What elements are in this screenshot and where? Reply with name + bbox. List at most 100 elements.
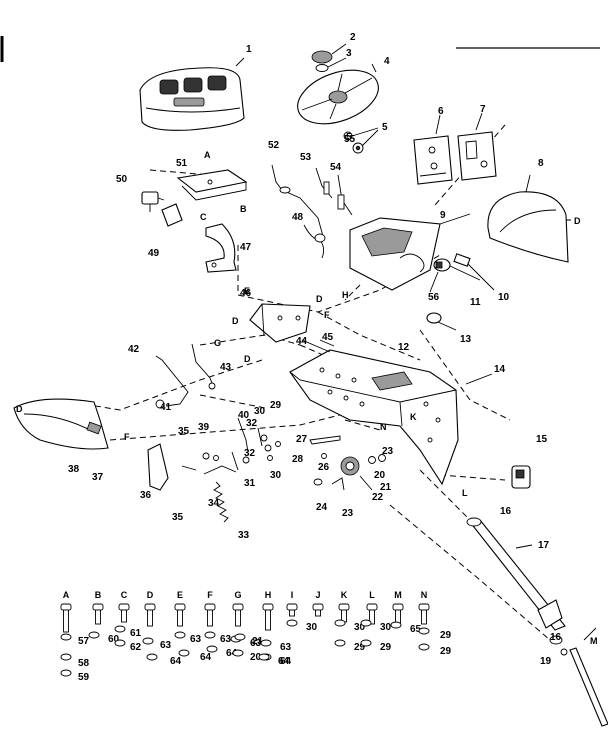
callout-36: 36	[140, 490, 152, 501]
callout-49: 49	[148, 248, 160, 259]
callout-6: 6	[438, 106, 444, 117]
seat-plate	[176, 169, 248, 201]
legend-column-J: J	[315, 590, 320, 600]
callout-52: 52	[268, 140, 280, 151]
side-panel-right	[487, 174, 569, 263]
callout-56: 56	[428, 292, 440, 303]
legend-washer-21	[234, 633, 246, 641]
legend-column-M: M	[394, 590, 402, 600]
connection-letter-F: F	[324, 310, 330, 320]
connection-letter-D: D	[574, 216, 581, 226]
legend-item-29: 29	[440, 630, 452, 641]
legend-item-60: 60	[108, 634, 120, 645]
legend-washer-30	[334, 619, 346, 627]
legend-item-21: 21	[252, 636, 264, 647]
legend-bolt-C	[118, 603, 130, 623]
legend-washer-63	[204, 631, 216, 639]
legend-item-57: 57	[78, 636, 90, 647]
callout-29: 29	[270, 400, 282, 411]
legend-item-30: 30	[380, 622, 392, 633]
callout-5: 5	[382, 122, 388, 133]
legend-column-E: E	[177, 590, 183, 600]
callout-16: 16	[500, 506, 512, 517]
callout-11: 11	[470, 297, 481, 308]
callout-24: 24	[316, 502, 328, 513]
callout-42: 42	[128, 344, 140, 355]
legend-washer-29	[334, 639, 346, 647]
control-rods	[155, 343, 216, 409]
legend-washer-64	[258, 653, 270, 661]
legend-washer-64	[178, 649, 190, 657]
legend-column-L: L	[369, 590, 375, 600]
connection-letter-F: F	[124, 432, 130, 442]
legend-column-F: F	[207, 590, 213, 600]
legend-item-64: 64	[278, 656, 290, 667]
steering-cap	[311, 43, 347, 72]
connection-letter-D: D	[232, 316, 239, 326]
callout-19: 19	[540, 656, 552, 667]
callout-26: 26	[318, 462, 330, 473]
callout-39: 39	[198, 422, 210, 433]
legend-washer-59	[60, 669, 72, 677]
callout-23: 23	[342, 508, 354, 519]
connection-letter-K: K	[410, 412, 417, 422]
linkage-hardware	[231, 417, 281, 471]
callout-13: 13	[460, 334, 472, 345]
connection-letter-L: L	[462, 488, 468, 498]
connection-letter-D: D	[16, 404, 23, 414]
mounting-bracket	[249, 303, 311, 343]
legend-item-29: 29	[380, 642, 392, 653]
callout-46: 46	[240, 288, 252, 299]
callout-41: 41	[160, 402, 172, 413]
seat-switch	[141, 191, 165, 212]
steering-bracket	[511, 465, 531, 489]
legend-item-29: 29	[354, 642, 366, 653]
cable-assemblies	[271, 164, 353, 259]
legend-item-64: 64	[170, 656, 182, 667]
legend-item-59: 59	[78, 672, 90, 683]
legend-washer-60	[88, 631, 100, 639]
callout-35: 35	[178, 426, 190, 437]
lever-bracket	[147, 443, 237, 491]
legend-item-30: 30	[354, 622, 366, 633]
legend-item-64: 64	[200, 652, 212, 663]
legend-bolt-N	[418, 603, 430, 625]
legend-item-64: 64	[226, 648, 238, 659]
legend-bolt-D	[144, 603, 156, 627]
legend-column-C: C	[121, 590, 128, 600]
connection-letter-N: N	[380, 422, 387, 432]
callout-35: 35	[172, 512, 184, 523]
callout-8: 8	[538, 158, 544, 169]
callout-12: 12	[398, 342, 410, 353]
legend-washer-63	[260, 639, 272, 647]
legend-bolt-K	[338, 603, 350, 623]
legend-bolt-J	[312, 603, 324, 617]
callout-43: 43	[220, 362, 232, 373]
legend-washer-64	[146, 653, 158, 661]
legend-washer-30	[360, 619, 372, 627]
legend-item-20: 20	[250, 652, 262, 663]
dash-pedestal-frame	[289, 349, 493, 486]
legend-column-D: D	[147, 590, 154, 600]
callout-1: 1	[246, 44, 252, 55]
legend-washer-30	[286, 619, 298, 627]
frame-hardware	[309, 435, 386, 491]
legend-bolt-H	[262, 603, 274, 631]
connection-letter-H: H	[342, 290, 349, 300]
switches	[426, 253, 495, 331]
legend-bolt-B	[92, 603, 104, 625]
callout-22: 22	[372, 492, 384, 503]
legend-item-63: 63	[220, 634, 232, 645]
legend-washer-61	[114, 625, 126, 633]
callout-30: 30	[270, 470, 282, 481]
return-spring	[213, 481, 229, 523]
legend-item-62: 62	[130, 642, 142, 653]
legend-item-63: 63	[190, 634, 202, 645]
connection-letter-G: G	[214, 338, 221, 348]
legend-item-63: 63	[280, 642, 292, 653]
legend-bolt-F	[204, 603, 216, 627]
callout-50: 50	[116, 174, 128, 185]
legend-column-I: I	[291, 590, 294, 600]
lower-shaft	[549, 627, 608, 727]
